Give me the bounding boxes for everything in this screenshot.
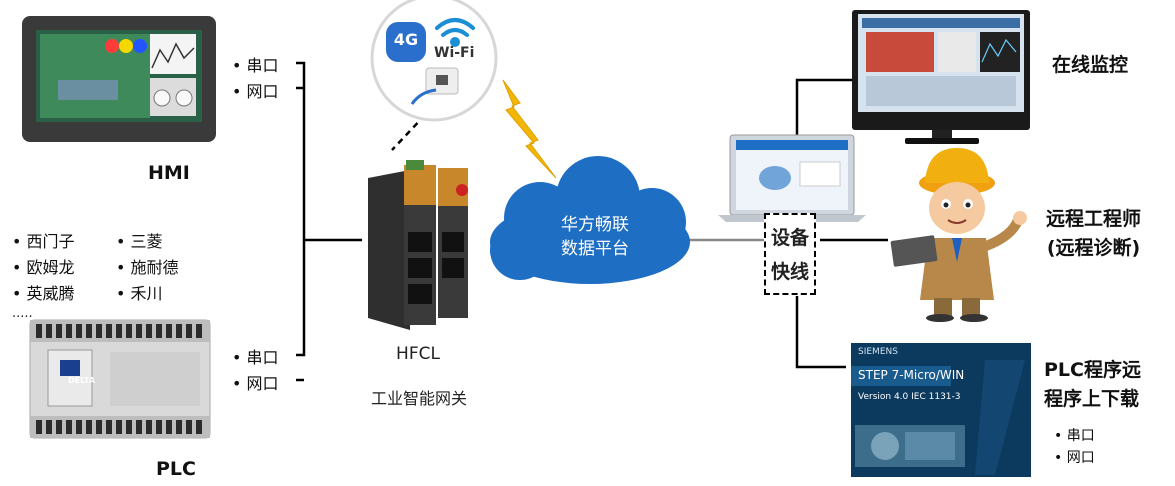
right-bus-lines <box>795 78 888 369</box>
plc-brand-list-left: • 西门子 • 欧姆龙 • 英威腾 <box>12 229 75 307</box>
left-bus-lines <box>296 61 362 382</box>
monitor-device <box>852 10 1030 144</box>
plc-device-brand: DELTA <box>68 376 95 385</box>
plc-program-line1: PLC程序远 <box>1044 359 1141 381</box>
plc-port-ethernet: • 网口 <box>232 374 279 393</box>
4g-badge-icon <box>386 22 426 62</box>
plc-program-label: PLC程序远 程序上下载 <box>1044 356 1141 414</box>
brand-item: • 西门子 <box>12 232 75 251</box>
plc-program-line2: 程序上下载 <box>1044 388 1140 410</box>
wifi-icon <box>435 18 475 47</box>
brand-item: • 英威腾 <box>12 284 75 303</box>
4g-badge-text: 4G <box>393 30 419 49</box>
step7-title: STEP 7-Micro/WIN <box>858 368 965 382</box>
monitor-label: 在线监控 <box>1052 54 1129 76</box>
brand-item: • 禾川 <box>116 284 163 303</box>
quick-line2: 快线 <box>770 261 809 283</box>
cloud-line2: 数据平台 <box>561 239 629 259</box>
engineer-figure <box>890 148 1027 322</box>
right-port-ethernet: • 网口 <box>1054 450 1095 466</box>
laptop-device <box>718 134 866 222</box>
engineer-line2: (远程诊断) <box>1046 237 1141 259</box>
wireless-dashed-link <box>391 114 426 151</box>
plc-port-serial: • 串口 <box>232 348 279 367</box>
right-port-serial: • 串口 <box>1054 428 1095 444</box>
step7-version: Version 4.0 IEC 1131-3 <box>858 392 961 402</box>
quick-line1: 设备 <box>770 227 809 249</box>
lightning-icon <box>502 79 557 179</box>
wireless-bubble <box>370 0 498 122</box>
hmi-device <box>22 16 216 142</box>
device-quickline-box: 设备 快线 <box>764 213 816 295</box>
hmi-port-ethernet: • 网口 <box>232 82 279 101</box>
gateway-device <box>368 160 468 330</box>
gateway-name: HFCL <box>396 344 440 364</box>
step7-brand: SIEMENS <box>858 347 898 357</box>
cloud-label: 华方畅联 数据平台 <box>535 213 655 261</box>
plc-brand-more: ..... <box>12 306 33 321</box>
hmi-port-serial: • 串口 <box>232 56 279 75</box>
wifi-label: Wi-Fi <box>434 45 475 61</box>
brand-item: • 欧姆龙 <box>12 258 75 277</box>
plc-label: PLC <box>156 458 196 480</box>
hmi-label: HMI <box>148 162 190 184</box>
right-port-list: • 串口 • 网口 <box>1054 425 1095 469</box>
brand-item: • 三菱 <box>116 232 163 251</box>
cloud-shape <box>490 156 690 284</box>
gateway-desc: 工业智能网关 <box>370 389 467 408</box>
engineer-line1: 远程工程师 <box>1046 208 1142 230</box>
plc-brand-list-right: • 三菱 • 施耐德 • 禾川 <box>116 229 179 307</box>
brand-item: • 施耐德 <box>116 258 179 277</box>
engineer-label: 远程工程师 (远程诊断) <box>1046 205 1141 263</box>
step7-splash <box>851 343 1031 477</box>
cloud-line1: 华方畅联 <box>561 215 629 235</box>
plc-device <box>29 319 211 439</box>
